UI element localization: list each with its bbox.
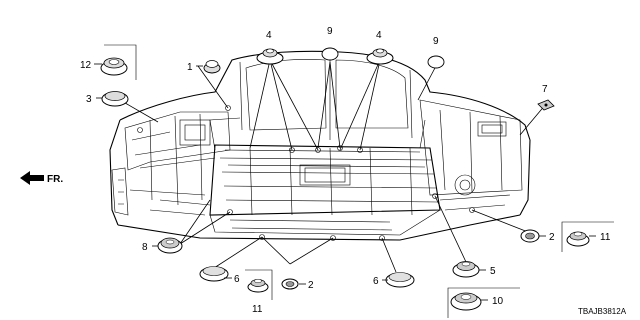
callout-7-label: 7 xyxy=(542,84,548,95)
callout-ticks xyxy=(94,63,596,301)
grommet-dome-cap-icon xyxy=(452,261,480,278)
front-arrow-label: FR. xyxy=(47,174,63,185)
left-arrow-icon xyxy=(20,171,44,185)
grommet-large-cap-icon xyxy=(100,57,128,76)
grommet-flanged-plug-icon xyxy=(366,48,394,65)
callout-11b-label: 11 xyxy=(600,232,611,243)
callout-6b-label: 6 xyxy=(373,276,379,287)
grommet-ring-icon xyxy=(520,229,540,243)
grommet-oval-seal-icon xyxy=(427,55,445,69)
vehicle-body-illustration xyxy=(109,50,531,241)
callout-12-bracket xyxy=(104,44,137,80)
callout-1-label: 1 xyxy=(187,62,193,73)
callout-2b-label: 2 xyxy=(549,232,555,243)
callout-10-bracket xyxy=(447,287,520,318)
grommet-flat-cap-icon xyxy=(101,91,129,107)
grommet-oval-seal-icon xyxy=(321,47,339,61)
callout-2a-label: 2 xyxy=(308,280,314,291)
callout-11b-bracket xyxy=(561,221,614,252)
grommet-round-cap-icon xyxy=(157,237,183,254)
callout-4a-label: 4 xyxy=(266,30,272,41)
callout-6a-label: 6 xyxy=(234,274,240,285)
grommet-oval-cap-icon xyxy=(385,272,415,288)
grommet-oval-cap-icon xyxy=(199,266,229,282)
callout-9b-label: 9 xyxy=(433,36,439,47)
grommet-flanged-plug-icon xyxy=(256,48,284,65)
callout-4b-label: 4 xyxy=(376,30,382,41)
callout-8-label: 8 xyxy=(142,242,148,253)
grommet-stepped-cap-icon xyxy=(566,231,590,247)
callout-11a-bracket xyxy=(245,269,273,300)
callout-12-label: 12 xyxy=(80,60,92,71)
grommet-ring-icon xyxy=(281,278,299,290)
callout-5-label: 5 xyxy=(490,266,496,277)
callout-11a-label: 11 xyxy=(252,304,263,315)
callout-3-label: 3 xyxy=(86,94,92,105)
callout-9a-label: 9 xyxy=(327,26,333,37)
callout-10-label: 10 xyxy=(492,296,504,307)
front-direction-arrow: FR. xyxy=(20,171,63,185)
leader-lines xyxy=(119,59,547,273)
grommet-stepped-cap-icon xyxy=(247,278,269,293)
grommet-tab-seal-icon xyxy=(537,99,555,111)
diagram-reference-code: TBAJB3812A xyxy=(578,307,627,316)
grommet-small-plug-icon xyxy=(203,60,221,74)
grommet-large-dome-icon xyxy=(450,292,482,311)
